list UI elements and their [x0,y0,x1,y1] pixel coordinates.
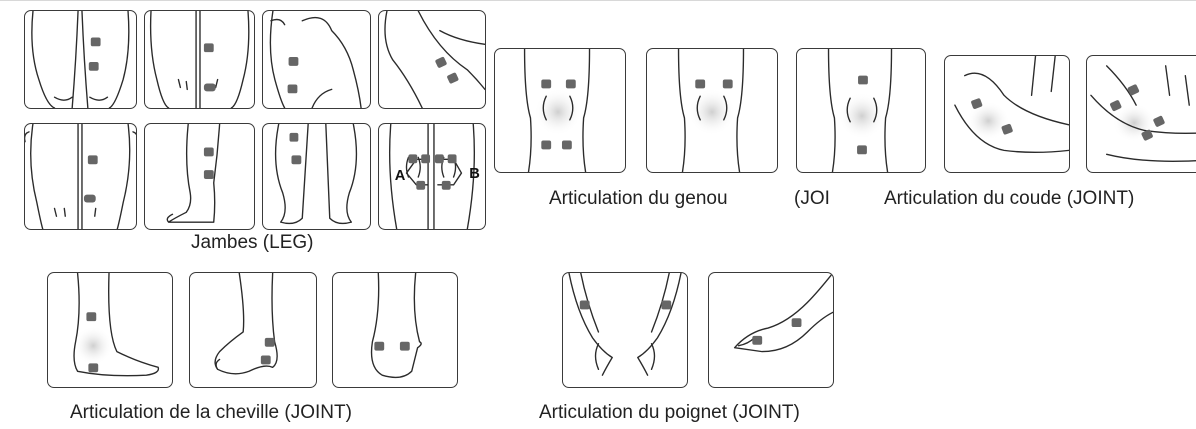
leg-panel-back-thigh [144,10,255,109]
elbow-caption: Articulation du coude (JOINT) [884,188,1134,210]
legs-caption: Jambes (LEG) [191,232,313,254]
wrist-panel-2 [708,272,834,388]
knee-panel-3 [796,48,926,173]
wrist-caption: Articulation du poignet (JOINT) [539,402,800,424]
leg-panel-calves-back [262,123,371,230]
point-b-label: B [469,166,480,182]
elbow-panel-1 [944,55,1070,173]
wrist-panel-1 [562,272,688,388]
top-divider [0,0,1196,1]
ankle-caption: Articulation de la cheville (JOINT) [70,402,352,424]
knee-caption: Articulation du genou [549,188,728,210]
leg-panel-side-buttock [378,10,486,109]
leg-panel-calf-side [144,123,255,230]
knee-caption-cut: (JOI [794,188,830,210]
ankle-panel-1 [47,272,173,388]
leg-panel-front-thigh [24,10,137,109]
knee-panel-2 [646,48,778,173]
ankle-panel-2 [189,272,317,388]
leg-panel-side-thigh [262,10,371,109]
knee-panel-1 [494,48,626,173]
point-a-label: A [395,168,406,184]
elbow-panel-2 [1086,55,1196,173]
leg-panel-back-upper [24,123,137,230]
ankle-panel-3 [332,272,458,388]
